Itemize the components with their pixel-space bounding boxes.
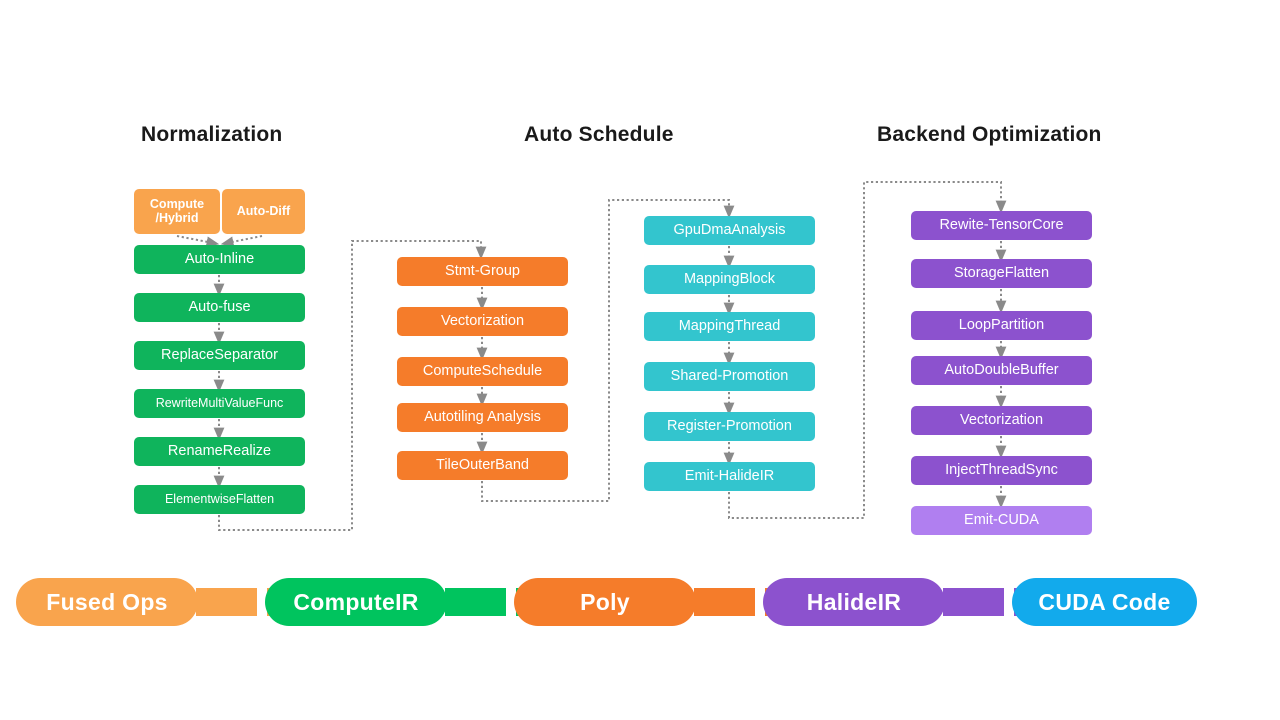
- pass-loop-partition[interactable]: LoopPartition: [911, 311, 1092, 340]
- pipeline-stage-halideir[interactable]: HalideIR: [763, 578, 945, 626]
- pipeline-stage-fused-ops[interactable]: Fused Ops: [16, 578, 198, 626]
- pass-compute-schedule[interactable]: ComputeSchedule: [397, 357, 568, 386]
- pass-auto-fuse[interactable]: Auto-fuse: [134, 293, 305, 322]
- pass-gpu-dma-analysis[interactable]: GpuDmaAnalysis: [644, 216, 815, 245]
- pipeline-gap-2: [506, 572, 516, 632]
- pipeline-gap-4: [1004, 572, 1014, 632]
- pass-mapping-thread[interactable]: MappingThread: [644, 312, 815, 341]
- pipeline-stage-computeir[interactable]: ComputeIR: [265, 578, 447, 626]
- pass-rename-realize[interactable]: RenameRealize: [134, 437, 305, 466]
- column-title-backend-optimization: Backend Optimization: [877, 123, 1102, 146]
- pass-stmt-group[interactable]: Stmt-Group: [397, 257, 568, 286]
- pipeline-stage-cuda-code[interactable]: CUDA Code: [1012, 578, 1197, 626]
- pass-vectorization-poly[interactable]: Vectorization: [397, 307, 568, 336]
- pipeline-gap-1: [257, 572, 267, 632]
- pass-emit-cuda[interactable]: Emit-CUDA: [911, 506, 1092, 535]
- input-box-auto-diff[interactable]: Auto-Diff: [222, 189, 305, 234]
- pass-inject-thread-sync[interactable]: InjectThreadSync: [911, 456, 1092, 485]
- pipeline-gap-3: [755, 572, 765, 632]
- pass-emit-halide-ir[interactable]: Emit-HalideIR: [644, 462, 815, 491]
- column-title-auto-schedule: Auto Schedule: [524, 123, 674, 146]
- pass-storage-flatten[interactable]: StorageFlatten: [911, 259, 1092, 288]
- pass-auto-inline[interactable]: Auto-Inline: [134, 245, 305, 274]
- pass-auto-double-buffer[interactable]: AutoDoubleBuffer: [911, 356, 1092, 385]
- pass-vectorization-backend[interactable]: Vectorization: [911, 406, 1092, 435]
- pass-replace-separator[interactable]: ReplaceSeparator: [134, 341, 305, 370]
- pass-rewite-tensorcore[interactable]: Rewite-TensorCore: [911, 211, 1092, 240]
- pass-register-promotion[interactable]: Register-Promotion: [644, 412, 815, 441]
- pass-shared-promotion[interactable]: Shared-Promotion: [644, 362, 815, 391]
- pass-tile-outer-band[interactable]: TileOuterBand: [397, 451, 568, 480]
- column-title-normalization: Normalization: [141, 123, 283, 146]
- pass-elementwise-flatten[interactable]: ElementwiseFlatten: [134, 485, 305, 514]
- pass-autotiling-analysis[interactable]: Autotiling Analysis: [397, 403, 568, 432]
- pass-rewrite-multi-value-func[interactable]: RewriteMultiValueFunc: [134, 389, 305, 418]
- input-box-compute-hybrid-line2: /Hybrid: [155, 210, 199, 225]
- input-box-compute-hybrid[interactable]: Compute /Hybrid: [134, 189, 220, 234]
- pipeline-stage-poly[interactable]: Poly: [514, 578, 696, 626]
- input-box-compute-hybrid-line1: Compute: [149, 196, 205, 211]
- pass-mapping-block[interactable]: MappingBlock: [644, 265, 815, 294]
